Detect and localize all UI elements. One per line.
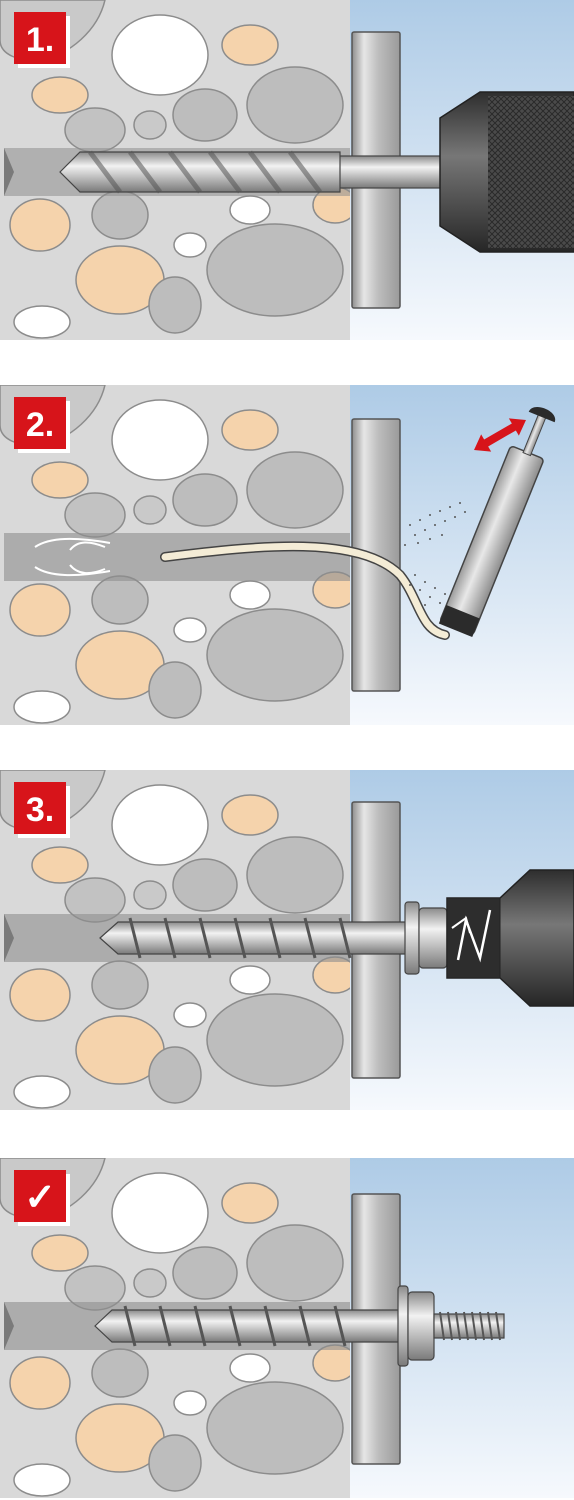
- step-3-badge-text: 3.: [26, 791, 54, 829]
- step-4-badge: [14, 1170, 66, 1222]
- step-1-badge-text: 1.: [26, 21, 54, 59]
- concrete-screw-icon: [99, 901, 448, 975]
- step-3-panel: 3.: [0, 770, 574, 1110]
- step-3-badge: [14, 782, 66, 834]
- step-1-panel: 1.: [0, 0, 574, 340]
- step-2-badge: [14, 397, 66, 449]
- double-arrow-icon: [474, 418, 526, 452]
- step-4-panel: ✓: [0, 1158, 574, 1498]
- concrete-screw-icon: [94, 1305, 401, 1347]
- nut-washer-icon: [397, 1285, 505, 1367]
- step-2-panel: 2.: [0, 385, 574, 725]
- drill-bit-icon: [59, 150, 451, 194]
- blow-pump-icon: [438, 407, 556, 638]
- airflow-arrows-icon: [34, 537, 111, 577]
- rotation-arrow-icon: [451, 909, 492, 963]
- step-2-badge-text: 2.: [26, 406, 54, 444]
- checkmark-icon: ✓: [24, 1177, 56, 1219]
- drill-chuck-icon: [439, 91, 574, 253]
- step-1-badge: [14, 12, 66, 64]
